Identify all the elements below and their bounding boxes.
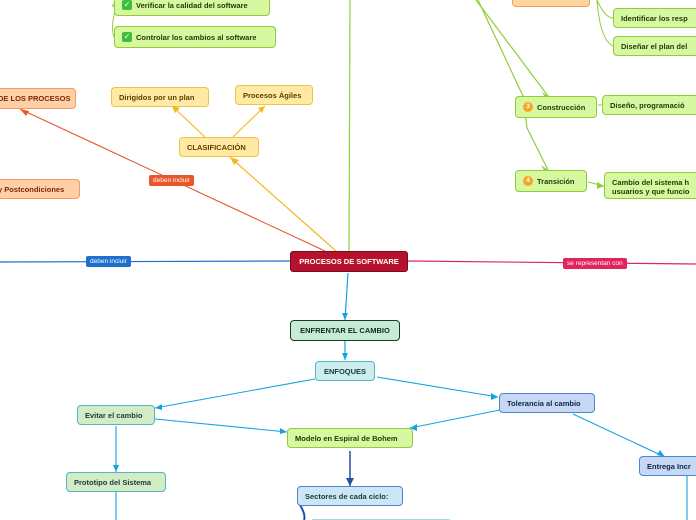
link-label-left: deben incluir [86,256,131,267]
node-enfoques-label: ENFOQUES [323,366,367,376]
node-sectores[interactable]: Sectores de cada ciclo: [297,486,403,506]
node-entrega[interactable]: Entrega Incr [639,456,696,476]
node-tolerancia[interactable]: Tolerancia al cambio [499,393,595,413]
root-node[interactable]: PROCESOS DE SOFTWARE [290,251,408,272]
node-enfoques[interactable]: ENFOQUES [315,361,375,381]
node-prototipo[interactable]: Prototipo del Sistema [66,472,166,492]
node-prototipo-label: Prototipo del Sistema [74,477,152,487]
number-badge-icon: 4 [523,176,533,186]
node-verificar-label: Verificar la calidad del software [136,0,248,10]
node-enfrentar[interactable]: ENFRENTAR EL CAMBIO [290,320,400,341]
node-transicion-label: Transición [537,176,575,186]
node-disenar-plan-label: Diseñar el plan del [621,41,688,51]
node-transicion[interactable]: 4 Transición [515,170,587,192]
node-dirigidos-label: Dirigidos por un plan [119,92,195,102]
node-cambio-sistema[interactable]: Cambio del sistema h usuarios y que func… [604,172,696,199]
check-icon: ✓ [122,0,132,10]
node-disenar-plan[interactable]: Diseñar el plan del [613,36,696,56]
root-label: PROCESOS DE SOFTWARE [299,257,399,266]
node-clasificacion-label: CLASIFICACIÓN [187,142,246,152]
node-identificar-label: Identificar los resp [621,13,688,23]
node-partial-top[interactable] [512,0,590,7]
node-verificar[interactable]: ✓ Verificar la calidad del software [114,0,270,16]
node-actividades[interactable]: DE LOS PROCESOS [0,88,76,109]
node-sectores-label: Sectores de cada ciclo: [305,491,389,501]
node-pre-post-label: y Postcondiciones [0,184,65,194]
check-icon: ✓ [122,32,132,42]
node-cambio-line1: Cambio del sistema h [612,178,690,187]
node-identificar[interactable]: Identificar los resp [613,8,696,28]
node-evitar[interactable]: Evitar el cambio [77,405,155,425]
node-tolerancia-label: Tolerancia al cambio [507,398,581,408]
number-badge-icon: 3 [523,102,533,112]
node-controlar[interactable]: ✓ Controlar los cambios al software [114,26,276,48]
node-controlar-label: Controlar los cambios al software [136,32,257,42]
node-evitar-label: Evitar el cambio [85,410,143,420]
node-actividades-label: DE LOS PROCESOS [0,94,71,103]
node-agiles-label: Procesos Ágiles [243,90,302,100]
node-cambio-line2: usuarios y que funcio [612,187,690,196]
node-agiles[interactable]: Procesos Ágiles [235,85,313,105]
link-label-orange: deben incluir [149,175,194,186]
node-dirigidos[interactable]: Dirigidos por un plan [111,87,209,107]
node-diseno-prog[interactable]: Diseño, programació [602,95,696,115]
link-label-right: se representan con [563,258,627,269]
node-diseno-prog-label: Diseño, programació [610,100,685,110]
node-enfrentar-label: ENFRENTAR EL CAMBIO [300,326,390,335]
node-entrega-label: Entrega Incr [647,461,691,471]
node-construccion[interactable]: 3 Construcción [515,96,597,118]
node-pre-post[interactable]: y Postcondiciones [0,179,80,199]
node-espiral[interactable]: Modelo en Espiral de Bohem [287,428,413,448]
node-clasificacion[interactable]: CLASIFICACIÓN [179,137,259,157]
node-construccion-label: Construcción [537,102,586,112]
node-espiral-label: Modelo en Espiral de Bohem [295,433,398,443]
